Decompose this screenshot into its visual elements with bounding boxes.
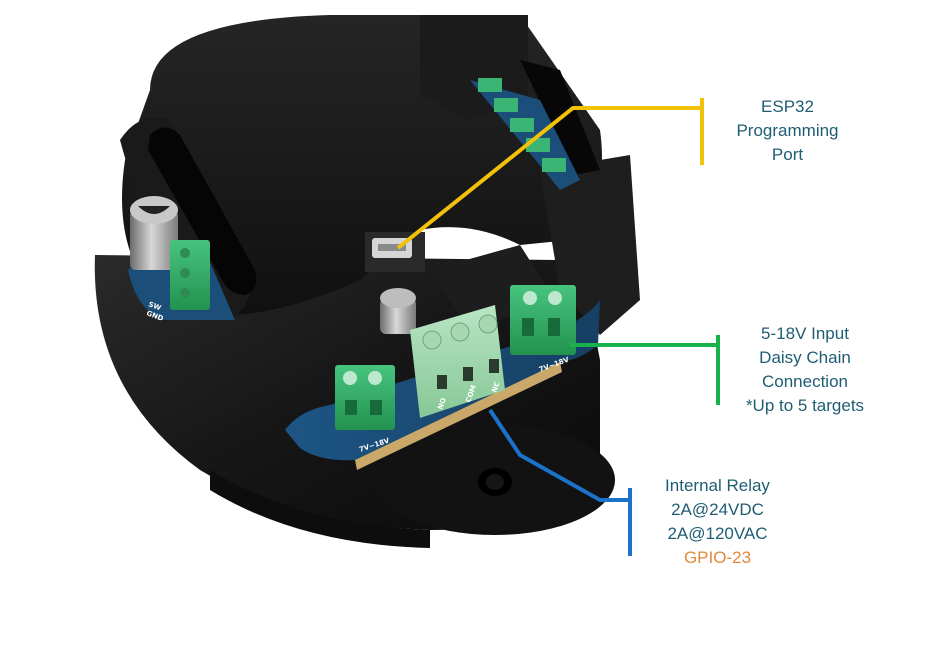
callout-line-programming-port — [396, 98, 704, 250]
marking-relay-nc: NC — [490, 381, 501, 394]
callout-programming-port-line-2: Programming — [736, 121, 839, 140]
callout-power-input-line-1: 5-18V Input — [761, 324, 849, 343]
callout-power-input-line-4: *Up to 5 targets — [745, 396, 865, 415]
callout-power-input-line-2: Daisy Chain — [759, 348, 851, 367]
callout-relay: Internal Relay 2A@24VDC 2A@120VAC GPIO-2… — [640, 474, 795, 570]
capacitor-left — [130, 196, 178, 270]
callout-power-input: 5-18V Input Daisy Chain Connection *Up t… — [720, 322, 890, 418]
power-terminal-left — [335, 365, 395, 430]
marking-relay-no: NO — [436, 397, 448, 411]
callout-line-power-input — [570, 335, 720, 405]
callout-programming-port-line-1: ESP32 — [761, 97, 814, 116]
relay-terminal — [410, 305, 505, 418]
terminal-block-side — [170, 240, 210, 310]
callout-power-input-line-3: Connection — [761, 372, 848, 391]
callout-programming-port-line-3: Port — [771, 145, 804, 164]
callout-relay-line-1: Internal Relay — [665, 476, 770, 495]
pin-header-top — [478, 78, 566, 172]
callout-relay-line-2: 2A@24VDC — [671, 500, 764, 519]
capacitor-middle — [380, 288, 416, 334]
callout-relay-line-3: 2A@120VAC — [667, 524, 768, 543]
marking-sw: SW — [147, 300, 162, 312]
callout-line-relay — [488, 408, 632, 556]
callout-relay-gpio: GPIO-23 — [683, 548, 752, 567]
power-terminal-right — [510, 285, 576, 355]
esp32-usb-port — [365, 232, 425, 272]
callout-programming-port: ESP32 Programming Port — [700, 95, 875, 167]
